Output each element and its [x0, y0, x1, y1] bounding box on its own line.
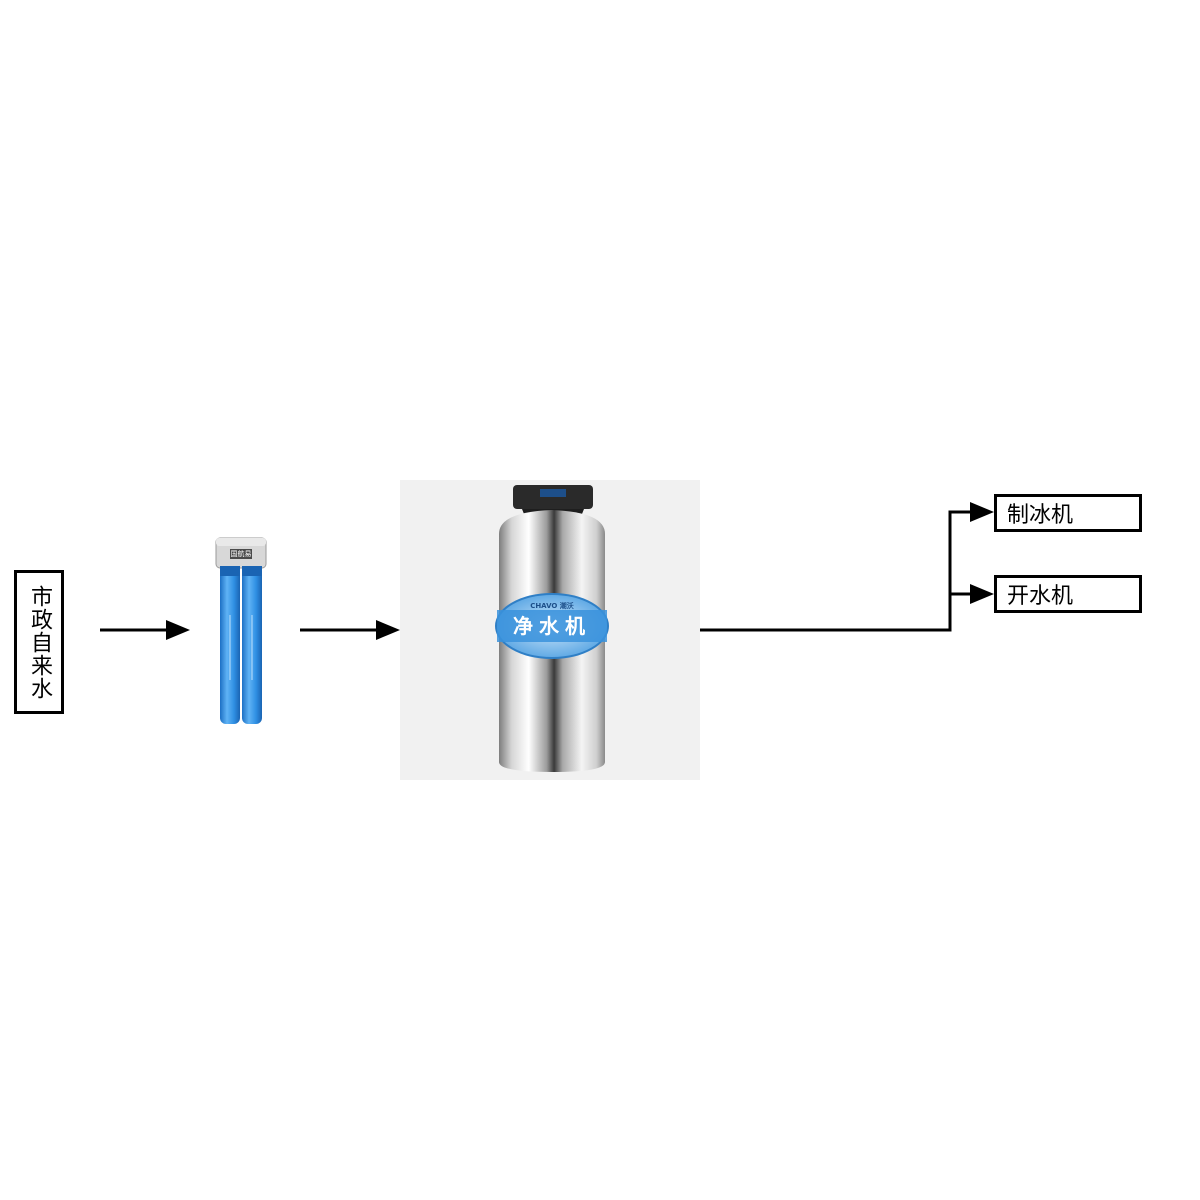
source-box: 市政自来水	[14, 570, 64, 714]
output-ice-maker-box: 制冰机	[994, 494, 1142, 532]
purifier-label: 净水机	[513, 614, 591, 638]
source-label: 市政自来水	[27, 584, 52, 700]
prefilter-logo: 国航易	[230, 550, 252, 558]
output-water-boiler-label: 开水机	[1007, 584, 1074, 609]
purifier-brand: CHAVO 潮沃	[530, 602, 574, 610]
output-ice-maker-label: 制冰机	[1007, 503, 1074, 528]
purifier-label-band	[495, 593, 609, 659]
output-water-boiler-box: 开水机	[994, 575, 1142, 613]
arrow-prefilter-to-purifier	[300, 620, 400, 640]
purifier-image	[400, 480, 700, 780]
prefilter-image	[215, 537, 267, 724]
output-connector	[700, 502, 994, 632]
arrow-source-to-prefilter	[100, 620, 190, 640]
